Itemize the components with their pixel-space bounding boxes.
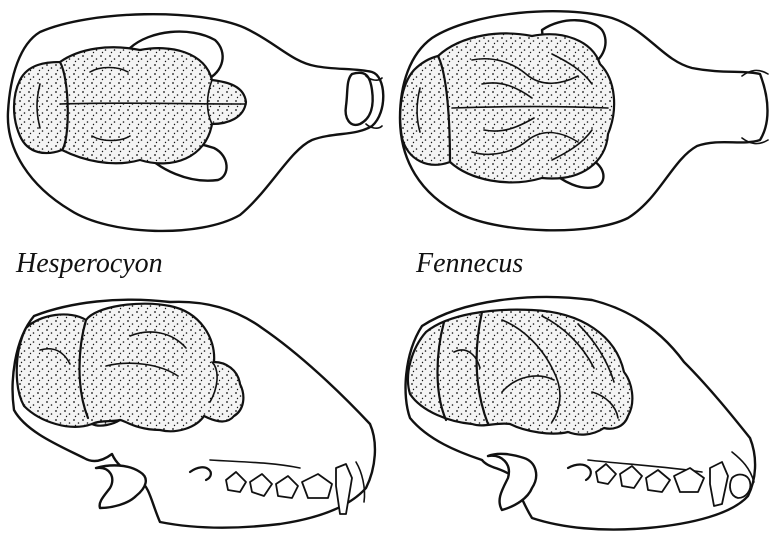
fennecus-lateral-skull <box>392 292 773 539</box>
fennecus-label: Fennecus <box>416 248 523 280</box>
fennecus-dorsal-skull <box>392 0 773 240</box>
hesperocyon-label: Hesperocyon <box>16 248 163 280</box>
hesperocyon-lateral-skull <box>0 292 390 539</box>
hesperocyon-dorsal-skull <box>0 0 390 240</box>
